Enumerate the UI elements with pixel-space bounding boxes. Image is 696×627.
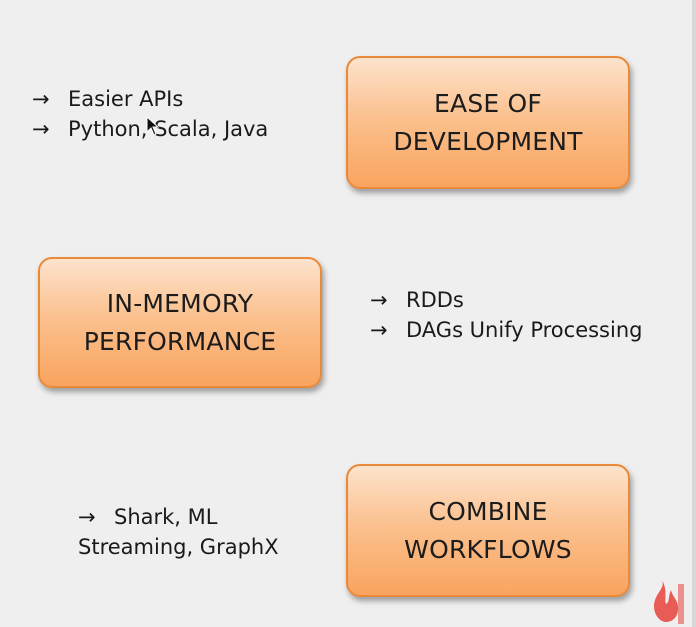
note-text: Streaming, GraphX xyxy=(78,535,279,559)
ease-notes: → Easier APIs → Python, Scala, Java xyxy=(32,84,268,144)
memory-notes: → RDDs → DAGs Unify Processing xyxy=(370,285,642,345)
note-text: Easier APIs xyxy=(68,87,184,111)
note-item: → Python, Scala, Java xyxy=(32,114,268,144)
slide-edge xyxy=(692,0,696,627)
box-title-line-1: IN-MEMORY xyxy=(106,288,254,318)
arrow-icon: → xyxy=(32,117,50,141)
note-item: → DAGs Unify Processing xyxy=(370,315,642,345)
box-title-line-2: PERFORMANCE xyxy=(83,326,277,356)
combine-workflows-box: COMBINE WORKFLOWS xyxy=(346,464,630,597)
note-text: DAGs Unify Processing xyxy=(406,318,643,342)
note-item: → Shark, ML xyxy=(78,502,279,532)
note-item: → Easier APIs xyxy=(32,84,268,114)
note-text: Python, Scala, Java xyxy=(68,117,269,141)
note-text: RDDs xyxy=(406,288,464,312)
note-item: Streaming, GraphX xyxy=(78,532,279,562)
arrow-icon: → xyxy=(370,288,388,312)
ease-of-development-box: EASE OF DEVELOPMENT xyxy=(346,56,630,189)
flame-logo-icon xyxy=(654,580,684,624)
box-title-line-2: WORKFLOWS xyxy=(404,534,572,564)
in-memory-performance-box: IN-MEMORY PERFORMANCE xyxy=(38,257,322,388)
combine-notes: → Shark, ML Streaming, GraphX xyxy=(78,502,279,562)
box-title-line-1: EASE OF xyxy=(434,88,542,118)
mouse-pointer-icon xyxy=(146,116,160,136)
arrow-icon: → xyxy=(32,87,50,111)
arrow-icon: → xyxy=(78,505,96,529)
note-text: Shark, ML xyxy=(114,505,218,529)
arrow-icon: → xyxy=(370,318,388,342)
box-title-line-2: DEVELOPMENT xyxy=(393,126,583,156)
box-title-line-1: COMBINE xyxy=(428,496,548,526)
note-item: → RDDs xyxy=(370,285,642,315)
